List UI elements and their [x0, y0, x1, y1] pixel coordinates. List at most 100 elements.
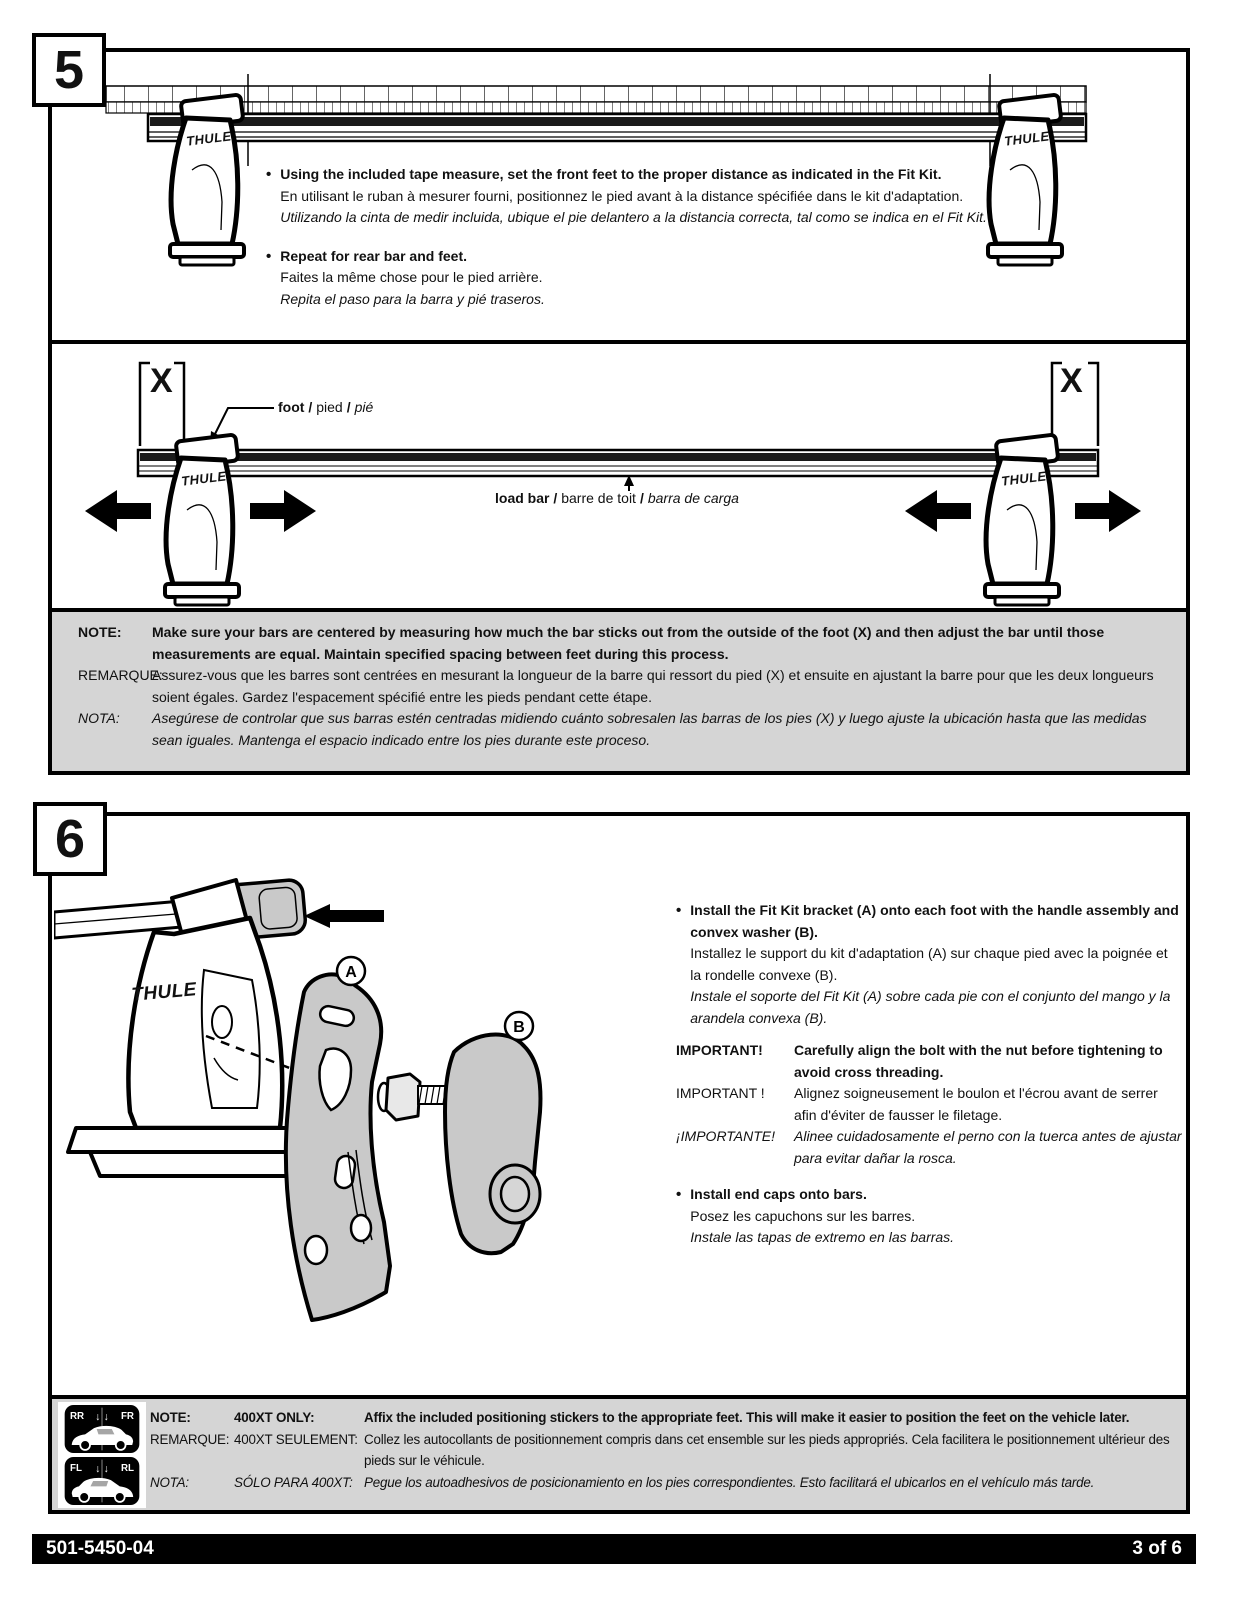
step5-centering-diagram	[85, 361, 1141, 608]
badge2-right-label: RL	[121, 1463, 134, 1474]
down-arrow-icon: ↓ ↓	[95, 1463, 109, 1475]
handle-assembly	[443, 1032, 543, 1256]
step5-tape-measure-illustration: THULE	[105, 74, 1088, 340]
foot-tower: THULE	[66, 878, 318, 1178]
callout-b-label: B	[513, 1019, 525, 1036]
load-bar-label-es: barra de carga	[647, 490, 739, 506]
load-bar-leader	[624, 475, 634, 491]
important-text-en: Carefully align the bolt with the nut be…	[794, 1042, 1163, 1080]
step5-note-box: NOTE: Make sure your bars are centered b…	[52, 608, 1186, 771]
foot-label-en: foot /	[278, 399, 313, 415]
alignment-dashed-line	[205, 1034, 301, 1074]
step5-number-badge: 5	[32, 33, 106, 107]
instruction-1-en: Using the included tape measure, set the…	[280, 166, 942, 182]
instruction-1-es: Utilizando la cinta de medir incluida, u…	[280, 209, 987, 225]
document-number: 501-5450-04	[46, 1538, 154, 1559]
note-text-en: Affix the included positioning stickers …	[364, 1410, 1130, 1425]
x-dimension-left	[138, 361, 186, 446]
important-label-en: IMPORTANT!	[676, 1042, 763, 1058]
bullet-marker: •	[676, 902, 682, 919]
instruction-bullet-2: • Install end caps onto bars. Posez les …	[676, 1184, 1181, 1249]
step6-instructions-2: • Install end caps onto bars. Posez les …	[676, 1184, 1181, 1266]
left-foot	[165, 434, 239, 605]
note-text-fr: Assurez-vous que les barres sont centrée…	[152, 667, 1154, 705]
step6-note-box: RR FR ↓ ↓ FL RL ↓ ↓ NOTE: 400XT ONLY: Af…	[52, 1395, 1186, 1510]
install-arrow-left-icon	[304, 904, 384, 928]
instruction-2-en: Repeat for rear bar and feet.	[280, 247, 467, 264]
note-label-es: NOTA:	[78, 710, 120, 726]
down-arrow-icon: ↓ ↓	[95, 1411, 109, 1423]
step6-instructions-1: • Install the Fit Kit bracket (A) onto e…	[676, 900, 1181, 1046]
callout-a: A	[335, 955, 367, 987]
instruction-2-fr: Posez les capuchons sur les barres.	[690, 1207, 916, 1224]
important-block: IMPORTANT! Carefully align the bolt with…	[676, 1040, 1184, 1169]
note-label-fr: REMARQUE:	[150, 1431, 230, 1447]
callout-b: B	[503, 1010, 535, 1042]
x-overhang-label-right: X	[1060, 362, 1083, 400]
note-label-fr: REMARQUE:	[78, 667, 163, 683]
bullet-marker: •	[676, 1186, 682, 1203]
instruction-1-fr: Installez le support du kit d'adaptation…	[690, 945, 1168, 983]
x-dimension-right	[1050, 361, 1100, 446]
right-foot	[985, 434, 1059, 605]
important-text-es: Alinee cuidadosamente el perno con la tu…	[794, 1128, 1182, 1166]
badge1-right-label: FR	[121, 1411, 134, 1422]
step6-assembly-illustration: THULE	[54, 878, 543, 1322]
car-sticker-fl-rl-icon: FL RL ↓ ↓	[64, 1457, 140, 1505]
step5-panel: THULE •	[48, 48, 1190, 775]
bullet-marker: •	[266, 247, 272, 265]
slide-right-arrow-icon	[250, 490, 316, 532]
step5-note-grid: NOTE: Make sure your bars are centered b…	[78, 622, 1168, 751]
step6-panel: THULE	[48, 812, 1190, 1514]
instruction-1-en: Install the Fit Kit bracket (A) onto eac…	[690, 902, 1179, 940]
slide-left-arrow-icon	[85, 490, 151, 532]
load-bar	[136, 448, 1100, 478]
step5-instructions: • Using the included tape measure, set t…	[266, 164, 1066, 327]
instruction-2-en: Install end caps onto bars.	[690, 1186, 867, 1202]
page-indicator: 3 of 6	[1132, 1538, 1182, 1559]
instruction-1-fr: En utilisant le ruban à mesurer fourni, …	[280, 187, 964, 204]
fit-kit-bracket	[283, 972, 392, 1322]
instruction-2-fr: Faites la même chose pour le pied arrièr…	[280, 269, 543, 285]
important-label-es: ¡IMPORTANTE!	[676, 1128, 776, 1144]
step6-number-badge: 6	[33, 802, 107, 876]
instruction-2-es: Repita el paso para la barra y pié trase…	[280, 290, 545, 307]
note-label-es: NOTA:	[150, 1474, 189, 1490]
note-text-es: Asegúrese de controlar que sus barras es…	[152, 710, 1147, 748]
instruction-bullet-2: • Repeat for rear bar and feet. Faites l…	[266, 246, 1066, 311]
slide-right-arrow-icon	[1075, 490, 1141, 532]
note-kit-en: 400XT ONLY:	[234, 1410, 315, 1425]
foot-callout-label: foot / pied / pié	[278, 399, 373, 415]
important-text-fr: Alignez soigneusement le boulon et l'écr…	[794, 1085, 1158, 1123]
foot-label-es: pié	[354, 399, 374, 415]
load-bar-label-en: load bar /	[495, 490, 558, 506]
note-kit-es: SÓLO PARA 400XT:	[234, 1474, 353, 1490]
note-label-en: NOTE:	[78, 624, 122, 640]
foot-label-fr: pied	[316, 399, 343, 415]
load-bar-label-fr: barre de toit	[561, 490, 636, 506]
instruction-bullet-1: • Using the included tape measure, set t…	[266, 164, 1066, 229]
section-divider	[52, 340, 1186, 344]
load-bar	[146, 112, 1088, 143]
note-kit-fr: 400XT SEULEMENT:	[234, 1431, 358, 1447]
instruction-1-es: Instale el soporte del Fit Kit (A) sobre…	[690, 988, 1171, 1026]
page-footer: 501-5450-04 3 of 6	[32, 1534, 1196, 1564]
badge2-left-label: FL	[70, 1463, 82, 1474]
load-bar-label-sep: /	[639, 490, 644, 506]
bullet-marker: •	[266, 166, 272, 183]
foot-label-sep: /	[346, 399, 351, 415]
x-overhang-label-left: X	[150, 362, 173, 400]
car-sticker-rr-fr-icon: RR FR ↓ ↓	[64, 1405, 140, 1453]
tape-measure-ruler	[105, 85, 1087, 114]
front-left-foot	[170, 94, 244, 265]
callout-a-label: A	[345, 964, 357, 981]
instruction-2-es: Instale las tapas de extremo en las barr…	[690, 1229, 955, 1245]
slide-left-arrow-icon	[905, 490, 971, 532]
note-text-es: Pegue los autoadhesivos de posicionamien…	[364, 1474, 1095, 1490]
important-label-fr: IMPORTANT !	[676, 1085, 765, 1101]
load-bar-callout-label: load bar / barre de toit / barra de carg…	[495, 490, 739, 506]
step6-note-grid: NOTE: 400XT ONLY: Affix the included pos…	[150, 1407, 1178, 1493]
badge1-left-label: RR	[70, 1411, 84, 1422]
instruction-bullet-1: • Install the Fit Kit bracket (A) onto e…	[676, 900, 1181, 1029]
